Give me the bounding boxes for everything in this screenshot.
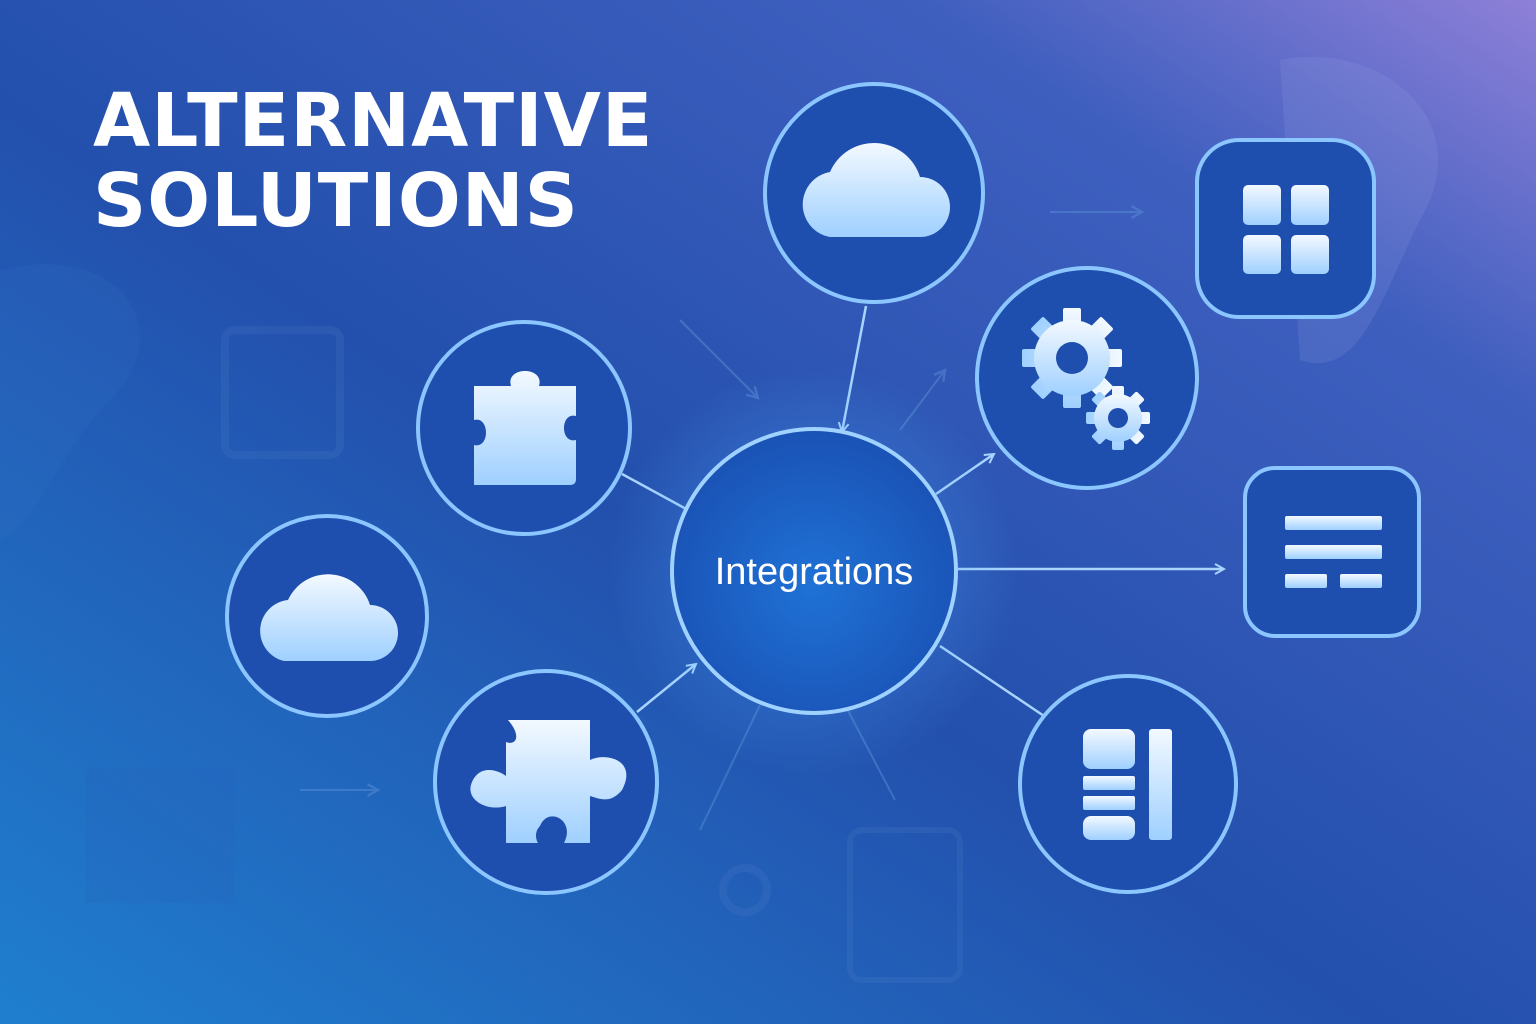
node-cloud-left	[225, 514, 429, 718]
title-line-2: SOLUTIONS	[93, 158, 579, 244]
node-document	[1018, 674, 1238, 894]
grid-icon	[1243, 185, 1329, 274]
node-list	[1243, 466, 1421, 638]
list-icon	[1285, 516, 1382, 588]
hub-label: Integrations	[714, 551, 914, 593]
node-square	[1195, 138, 1376, 319]
puzzle-piece-icon	[474, 371, 576, 485]
title-line-1: ALTERNATIVE	[93, 78, 654, 164]
node-puzzle-bottom	[433, 669, 659, 895]
node-puzzle-top	[416, 320, 632, 536]
node-cloud-top	[763, 82, 985, 304]
cloud-icon	[260, 574, 398, 661]
hub-circle	[670, 427, 958, 715]
cloud-icon	[802, 142, 950, 237]
document-columns-icon	[1083, 729, 1172, 840]
node-gears	[975, 266, 1199, 490]
gears-icon	[1022, 308, 1150, 450]
node-grid	[1195, 138, 1376, 319]
puzzle-piece-icon	[470, 720, 627, 843]
